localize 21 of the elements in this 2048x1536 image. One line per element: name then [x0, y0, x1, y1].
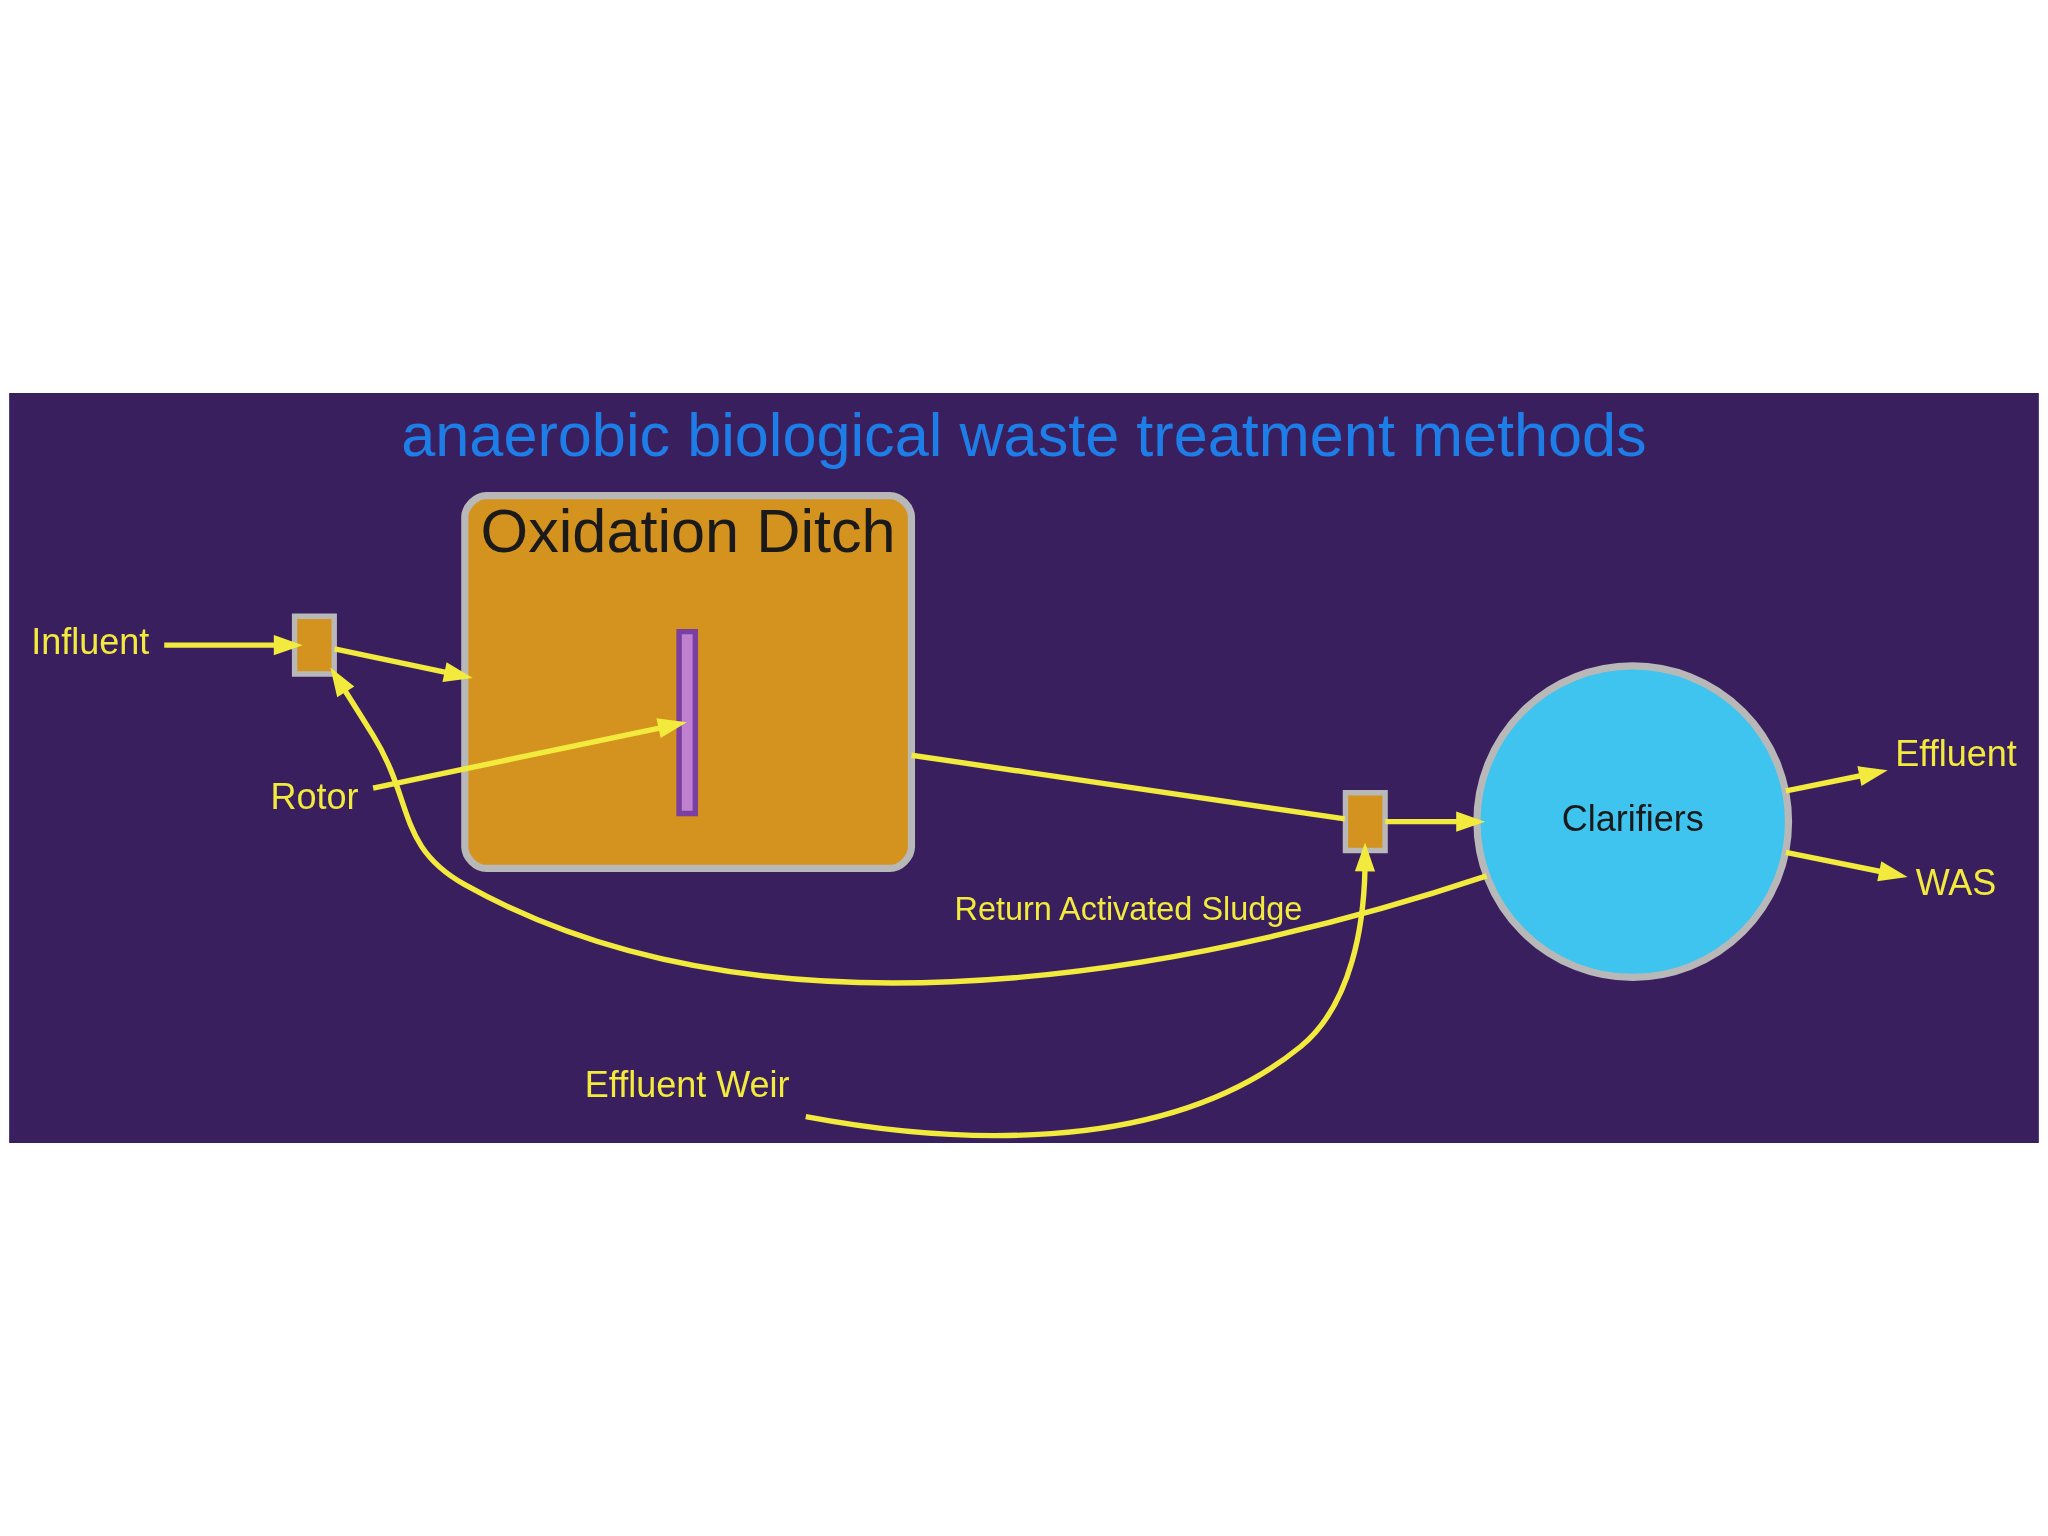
node-circle: Clarifiers	[1473, 662, 1793, 981]
arrow	[330, 667, 1488, 986]
node-text: Effluent	[1895, 732, 2017, 774]
cluster: Oxidation Ditch	[461, 492, 916, 873]
node-text: Effluent Weir	[584, 1064, 790, 1106]
node-box	[291, 613, 337, 677]
arrow	[333, 646, 473, 682]
arrow	[805, 842, 1376, 1139]
connector	[911, 752, 1346, 822]
node-text: Influent	[31, 621, 150, 663]
arrow	[372, 718, 687, 791]
diagram-title: anaerobic biological waste treatment methods	[401, 401, 1647, 470]
edge-label: Return Activated Sludge	[954, 890, 1303, 927]
arrow	[1785, 849, 1908, 882]
node-text: Rotor	[270, 776, 359, 818]
node-bar	[676, 628, 699, 817]
arrow	[1385, 811, 1486, 832]
node-box	[1342, 790, 1388, 854]
node-text: WAS	[1915, 862, 1997, 904]
arrow	[164, 635, 303, 656]
arrow	[1785, 766, 1888, 794]
